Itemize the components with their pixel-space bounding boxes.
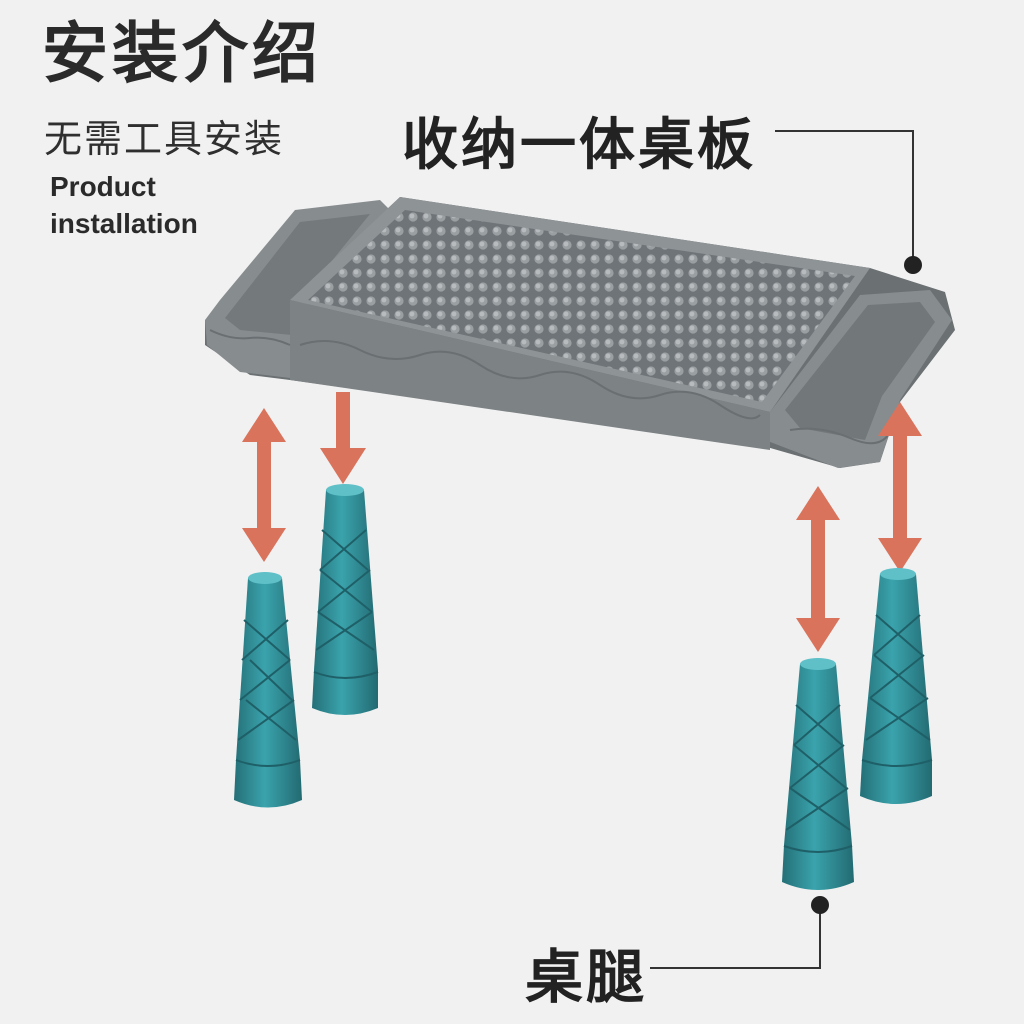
table-leg-back-left [312, 484, 379, 715]
double-arrow-icon [796, 486, 840, 652]
callout-dot-icon [904, 256, 922, 274]
arrows [242, 392, 922, 652]
double-arrow-icon [878, 402, 922, 572]
callout-dot-icon [811, 896, 829, 914]
table-board [205, 197, 955, 468]
table-leg-front-left [234, 572, 302, 808]
english-line-1: Product [50, 171, 156, 202]
table-leg-front-right [782, 658, 854, 890]
table-leg-back-right [860, 568, 933, 804]
board-front-face [290, 300, 770, 450]
building-plate [308, 210, 855, 402]
english-line-2: installation [50, 208, 198, 239]
leg-callout-line [650, 896, 829, 969]
board-callout-line [775, 130, 922, 274]
double-arrow-icon [242, 408, 286, 562]
board-callout-label: 收纳一体桌板 [402, 113, 756, 178]
page-title: 安装介绍 [42, 15, 322, 92]
page-subtitle: 无需工具安装 [44, 117, 285, 161]
leg-callout-label: 桌腿 [525, 943, 648, 1011]
english-heading: Product installation [50, 168, 198, 242]
down-arrow-icon [320, 392, 366, 484]
